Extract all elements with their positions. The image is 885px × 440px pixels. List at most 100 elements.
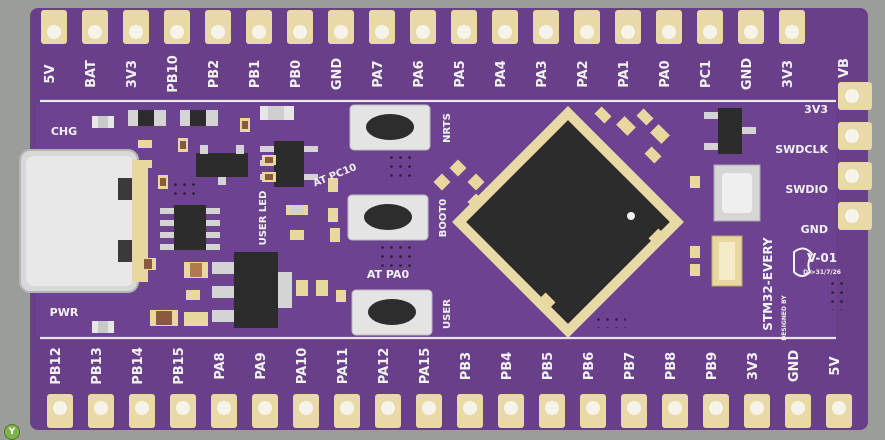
user-led-chip xyxy=(260,106,294,120)
pin-label-bottom: GND xyxy=(787,350,802,383)
pin-pad-bottom xyxy=(375,394,401,428)
pin-pad-top xyxy=(287,10,313,44)
pin-label-top: PA6 xyxy=(412,60,427,87)
pin-label-top: GND xyxy=(330,58,345,91)
pin-pad-top xyxy=(533,10,559,44)
pin-label-top: PC1 xyxy=(699,60,714,88)
silk-nrts: NRTS xyxy=(442,113,453,143)
swd-label: 3V3 xyxy=(804,103,828,116)
pin-label-bottom: 5V xyxy=(828,356,843,375)
pin-pad-bottom xyxy=(88,394,114,428)
pin-label-top: PB1 xyxy=(248,60,263,88)
pin-label-bottom: 3V3 xyxy=(746,352,761,380)
swd-pad xyxy=(838,82,872,110)
pin-pad-bottom xyxy=(457,394,483,428)
silk-pwr: PWR xyxy=(50,306,79,319)
pin-pad-top xyxy=(451,10,477,44)
pin-label-top: 3V3 xyxy=(125,60,140,88)
pin-label-vb: VB xyxy=(837,58,852,78)
pin-label-top: PB0 xyxy=(289,60,304,88)
chg-led xyxy=(92,116,114,128)
pin-label-top: PB2 xyxy=(207,60,222,88)
pin-pad-top xyxy=(82,10,108,44)
pin-label-top: PA2 xyxy=(576,60,591,87)
pin-label-bottom: PB4 xyxy=(500,352,515,380)
silk-user: USER xyxy=(442,299,453,329)
swd-pad xyxy=(838,162,872,190)
regulator-sot23-top xyxy=(196,145,248,185)
pin-label-top: PA7 xyxy=(371,60,386,87)
pin-label-top: PA5 xyxy=(453,60,468,87)
pin-pad-bottom xyxy=(621,394,647,428)
pin-pad-top xyxy=(246,10,272,44)
pin-label-bottom: PB3 xyxy=(459,352,474,380)
pin-pad-bottom xyxy=(744,394,770,428)
swd-regulator xyxy=(704,108,756,154)
pin-label-bottom: PA8 xyxy=(213,352,228,379)
pin-pad-top xyxy=(164,10,190,44)
pin-pad-top xyxy=(615,10,641,44)
passives xyxy=(136,106,700,326)
designer-logo xyxy=(793,247,814,277)
pin-pad-top xyxy=(779,10,805,44)
pin-pad-top xyxy=(492,10,518,44)
pin-pad-bottom xyxy=(211,394,237,428)
pin-label-bottom: PA15 xyxy=(418,348,433,385)
silk-user-led: USER LED xyxy=(258,191,269,246)
silk-designed-by: DESIGNED BY xyxy=(781,295,788,341)
sensor-module xyxy=(713,164,761,222)
pin-label-bottom: PB7 xyxy=(623,352,638,380)
vias xyxy=(174,150,848,328)
pin-label-bottom: PA10 xyxy=(295,348,310,385)
status-indicator-icon: Y xyxy=(4,424,20,440)
pin-label-top: 3V3 xyxy=(781,60,796,88)
pin-label-top: PA1 xyxy=(617,60,632,87)
pin-pad-top xyxy=(656,10,682,44)
pin-pad-top xyxy=(697,10,723,44)
swd-label: GND xyxy=(801,223,828,236)
pin-pad-bottom xyxy=(580,394,606,428)
pin-pad-bottom xyxy=(539,394,565,428)
pin-pad-top xyxy=(41,10,67,44)
pin-pad-bottom xyxy=(129,394,155,428)
swd-label: SWDCLK xyxy=(775,143,828,156)
mcu-chip xyxy=(452,106,684,338)
schottky-diode-2 xyxy=(180,110,218,126)
boot0-button xyxy=(347,194,429,241)
pin-pad-top xyxy=(574,10,600,44)
pin-label-top: PA0 xyxy=(658,60,673,87)
pin-label-bottom: PB5 xyxy=(541,352,556,380)
pin-pad-top xyxy=(410,10,436,44)
pin-pad-top xyxy=(369,10,395,44)
pin-pad-bottom xyxy=(252,394,278,428)
pin-label-top: GND xyxy=(740,58,755,91)
silk-chg: CHG xyxy=(51,125,77,138)
pin-pad-bottom xyxy=(498,394,524,428)
pin-label-bottom: PB9 xyxy=(705,352,720,380)
pin-label-bottom: PB15 xyxy=(172,347,187,385)
user-button xyxy=(351,289,433,336)
pin-label-bottom: PB8 xyxy=(664,352,679,380)
pin-pad-bottom xyxy=(703,394,729,428)
silk-title: STM32-EVERY xyxy=(761,237,775,331)
pin-label-bottom: PB12 xyxy=(49,347,64,385)
pin-label-bottom: PB14 xyxy=(131,347,146,385)
soic-ic xyxy=(160,205,220,250)
pin-label-top: PB10 xyxy=(166,55,181,93)
crystal xyxy=(711,235,743,287)
pin-pad-bottom xyxy=(47,394,73,428)
pin-pad-top xyxy=(123,10,149,44)
pin-label-top: BAT xyxy=(84,60,99,88)
silk-version: V-01 xyxy=(807,251,837,265)
pin-label-bottom: PA12 xyxy=(377,348,392,385)
usb-c-connector xyxy=(19,149,148,293)
pin-pad-bottom xyxy=(293,394,319,428)
pin-label-bottom: PB6 xyxy=(582,352,597,380)
pin-label-top: PA4 xyxy=(494,60,509,87)
swd-pad xyxy=(838,122,872,150)
pin-pad-top xyxy=(328,10,354,44)
pin-label-bottom: PA11 xyxy=(336,348,351,385)
